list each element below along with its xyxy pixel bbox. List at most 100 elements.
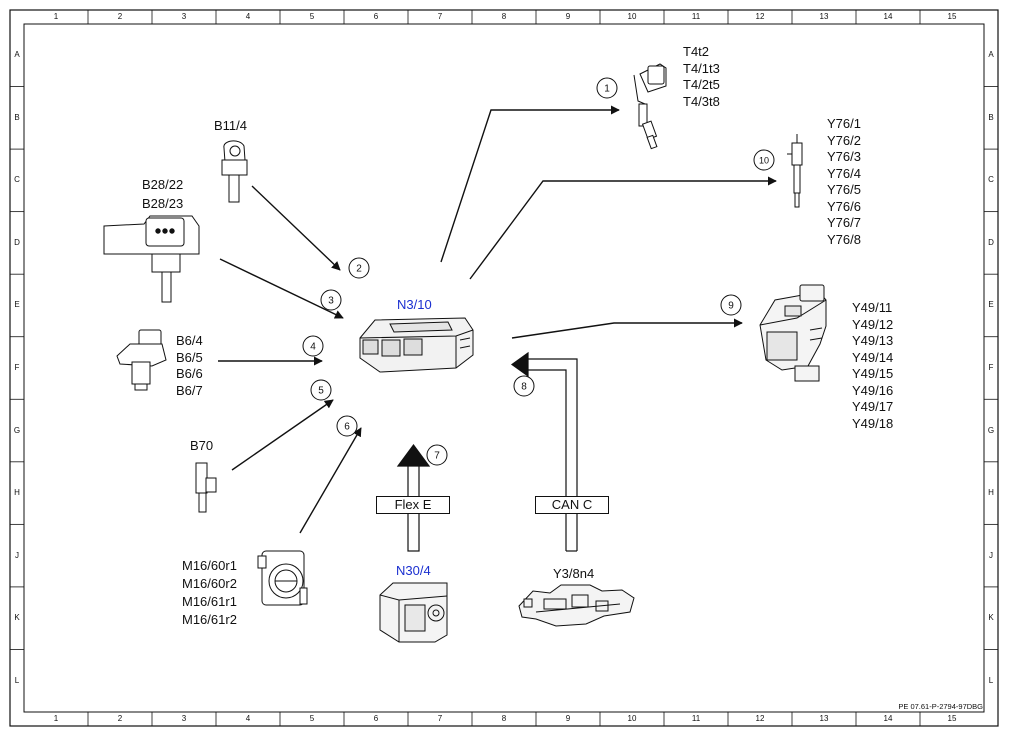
grid-column-label: 1: [53, 714, 59, 723]
grid-column-label: 1: [53, 12, 59, 21]
callout-number: 6: [344, 422, 350, 433]
callout-number: 1: [604, 84, 610, 95]
grid-column-label: 14: [883, 714, 893, 723]
label-line: Y76/4: [827, 165, 861, 181]
document-reference: PE 07.61-P-2794-97DBG: [898, 702, 983, 711]
grid-row-label: L: [14, 675, 20, 685]
grid-row-label: E: [14, 300, 20, 310]
grid-row-label: K: [14, 613, 20, 623]
grid-row-label: E: [988, 300, 994, 310]
grid-column-label: 6: [373, 714, 379, 723]
grid-row-label: J: [15, 550, 19, 560]
callout-8: 8: [513, 375, 535, 397]
y76-injector-drawing: [787, 134, 803, 208]
label-line: Y49/12: [852, 316, 894, 332]
label-b70: B70: [190, 438, 213, 455]
arrow-b28: [219, 258, 344, 319]
grid-ticks: [10, 10, 998, 726]
can-c-bus-label: CAN C: [535, 496, 609, 514]
grid-column-label: 7: [437, 714, 443, 723]
label-line: N30/4: [396, 563, 431, 578]
label-line: M16/61r2: [182, 612, 237, 627]
n3-10-control-unit-drawing: [359, 317, 474, 373]
grid-column-label: 10: [627, 12, 637, 21]
grid-row-label: F: [14, 363, 20, 372]
label-m16: M16/60r1 M16/60r2 M16/61r1 M16/61r2: [182, 557, 237, 629]
grid-column-label: 4: [245, 714, 251, 723]
grid-row-label: A: [988, 50, 994, 60]
arrow-to-y49: [511, 318, 743, 339]
grid-column-label: 6: [373, 12, 379, 21]
grid-column-label: 9: [565, 12, 571, 21]
label-line: Y3/8n4: [553, 566, 595, 581]
grid-row-label: H: [988, 488, 994, 498]
grid-column-label: 3: [181, 714, 187, 723]
label-y3-8n4: Y3/8n4: [553, 566, 594, 583]
grid-row-label: C: [14, 175, 20, 185]
y49-actuator-drawing: [759, 284, 827, 382]
label-line: N3/10: [397, 297, 432, 312]
t4-ignition-coil-drawing: [633, 63, 667, 150]
grid-column-label: 11: [691, 714, 701, 723]
label-line: M16/61r1: [182, 594, 237, 609]
grid-row-label: A: [14, 50, 20, 60]
label-line: T4/2t5: [683, 77, 720, 92]
grid-column-label: 9: [565, 714, 571, 723]
callout-7: 7: [426, 444, 448, 466]
label-line: Y76/2: [827, 132, 861, 148]
label-line: T4/1t3: [683, 60, 720, 76]
label-line: Y49/13: [852, 333, 894, 348]
arrow-to-y76: [469, 176, 777, 280]
label-t4: T4t2 T4/1t3 T4/2t5 T4/3t8: [683, 44, 720, 110]
callout-number: 4: [310, 342, 316, 353]
label-line: B28/23: [142, 196, 184, 211]
callout-number: 8: [521, 382, 527, 393]
label-y49: Y49/11 Y49/12 Y49/13 Y49/14 Y49/15 Y49/1…: [852, 300, 893, 432]
label-b28: B28/22 B28/23: [142, 175, 183, 213]
label-line: Y76/3: [827, 149, 861, 164]
label-line: Y49/15: [852, 366, 894, 381]
label-b6: B6/4 B6/5 B6/6 B6/7: [176, 333, 203, 399]
label-line: B6/7: [176, 382, 203, 398]
arrow-b11-4: [251, 185, 341, 271]
grid-row-label: L: [988, 675, 994, 685]
arrow-to-t4: [440, 105, 620, 263]
callout-1: 1: [596, 77, 618, 99]
grid-row-label: G: [987, 425, 995, 435]
label-line: B70: [190, 438, 214, 453]
flex-e-bus-label: Flex E: [376, 496, 450, 514]
grid-column-label: 8: [501, 714, 507, 723]
label-n30-4: N30/4: [396, 563, 431, 580]
callout-10: 10: [753, 149, 775, 171]
grid-column-label: 10: [627, 714, 637, 723]
callout-4: 4: [302, 335, 324, 357]
grid-column-label: 3: [181, 12, 187, 21]
grid-row-label: D: [988, 237, 994, 247]
grid-row-label: B: [988, 112, 994, 122]
grid-column-label: 12: [755, 12, 765, 21]
arrow-b70: [231, 399, 334, 471]
label-line: Y76/6: [827, 198, 861, 214]
grid-column-label: 13: [819, 12, 829, 21]
grid-column-label: 14: [883, 12, 893, 21]
label-line: B11/4: [214, 118, 248, 133]
grid-row-label: B: [14, 112, 20, 122]
label-y76: Y76/1 Y76/2 Y76/3 Y76/4 Y76/5 Y76/6 Y76/…: [827, 116, 861, 248]
label-line: Y49/17: [852, 399, 894, 414]
label-line: Y49/16: [852, 382, 894, 398]
label-line: B6/4: [176, 333, 203, 348]
label-line: Y76/8: [827, 231, 861, 247]
can-c-bus-arrow: [510, 351, 578, 552]
label-line: Y49/14: [852, 349, 894, 365]
label-n3-10: N3/10: [397, 297, 432, 314]
y3-8n4-valve-body-drawing: [518, 584, 635, 627]
sheet-frame: [9, 9, 999, 727]
grid-column-label: 2: [117, 12, 123, 21]
callout-3: 3: [320, 289, 342, 311]
callout-6: 6: [336, 415, 358, 437]
grid-row-label: J: [989, 550, 993, 560]
grid-column-label: 2: [117, 714, 123, 723]
label-line: M16/60r1: [182, 558, 237, 573]
callout-5: 5: [310, 379, 332, 401]
